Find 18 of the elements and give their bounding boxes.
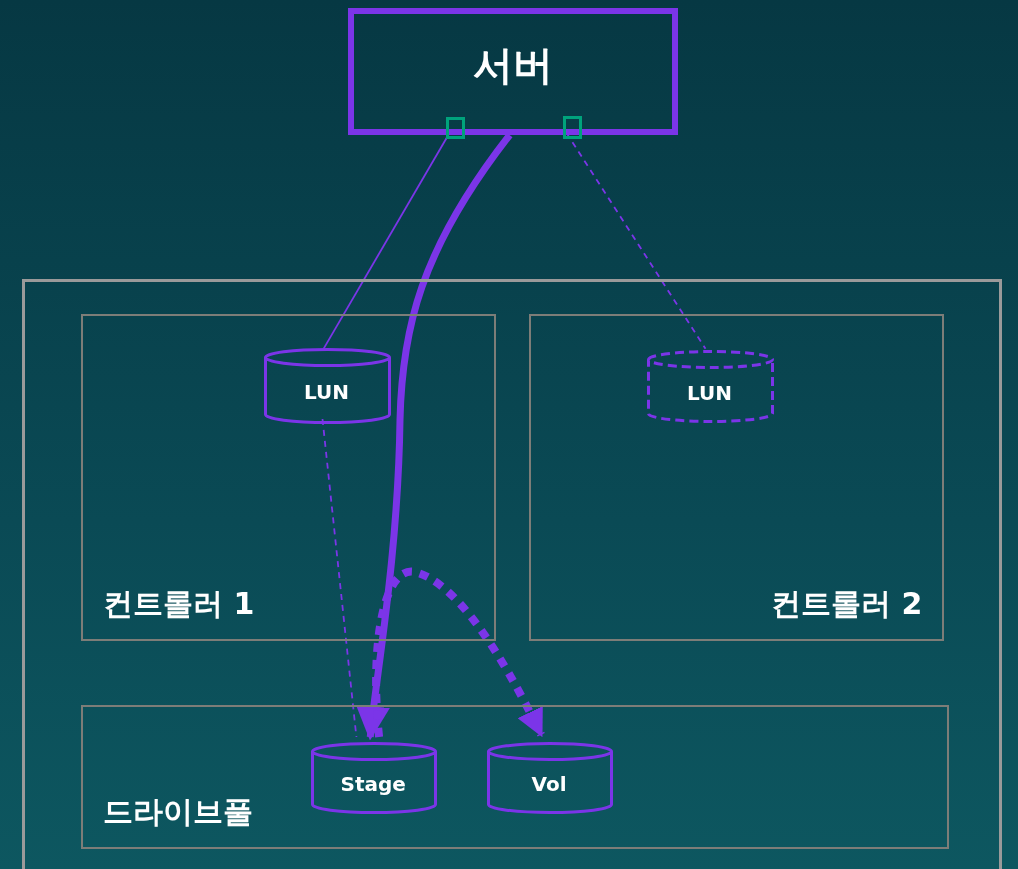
port-square (563, 116, 582, 139)
connector-line (321, 418, 358, 738)
panel-title: 컨트롤러 1 (103, 585, 255, 623)
cylinder-label: LUN (687, 380, 732, 405)
cylinder-label: Stage (340, 772, 406, 796)
controller-panel (81, 314, 496, 641)
cylinder-label: LUN (304, 380, 349, 404)
system-frame (22, 279, 1002, 869)
arrow (372, 567, 545, 738)
arrow (356, 132, 513, 741)
panel-title: 드라이브풀 (103, 793, 253, 831)
cylinder-label: Vol (531, 772, 567, 796)
server-title: 서버 (473, 41, 553, 90)
controller-panel (529, 314, 944, 641)
drive-pool-panel (81, 705, 949, 849)
panel-title: 컨트롤러 2 (771, 585, 923, 623)
port-square (446, 117, 465, 139)
connector-line (565, 132, 707, 350)
